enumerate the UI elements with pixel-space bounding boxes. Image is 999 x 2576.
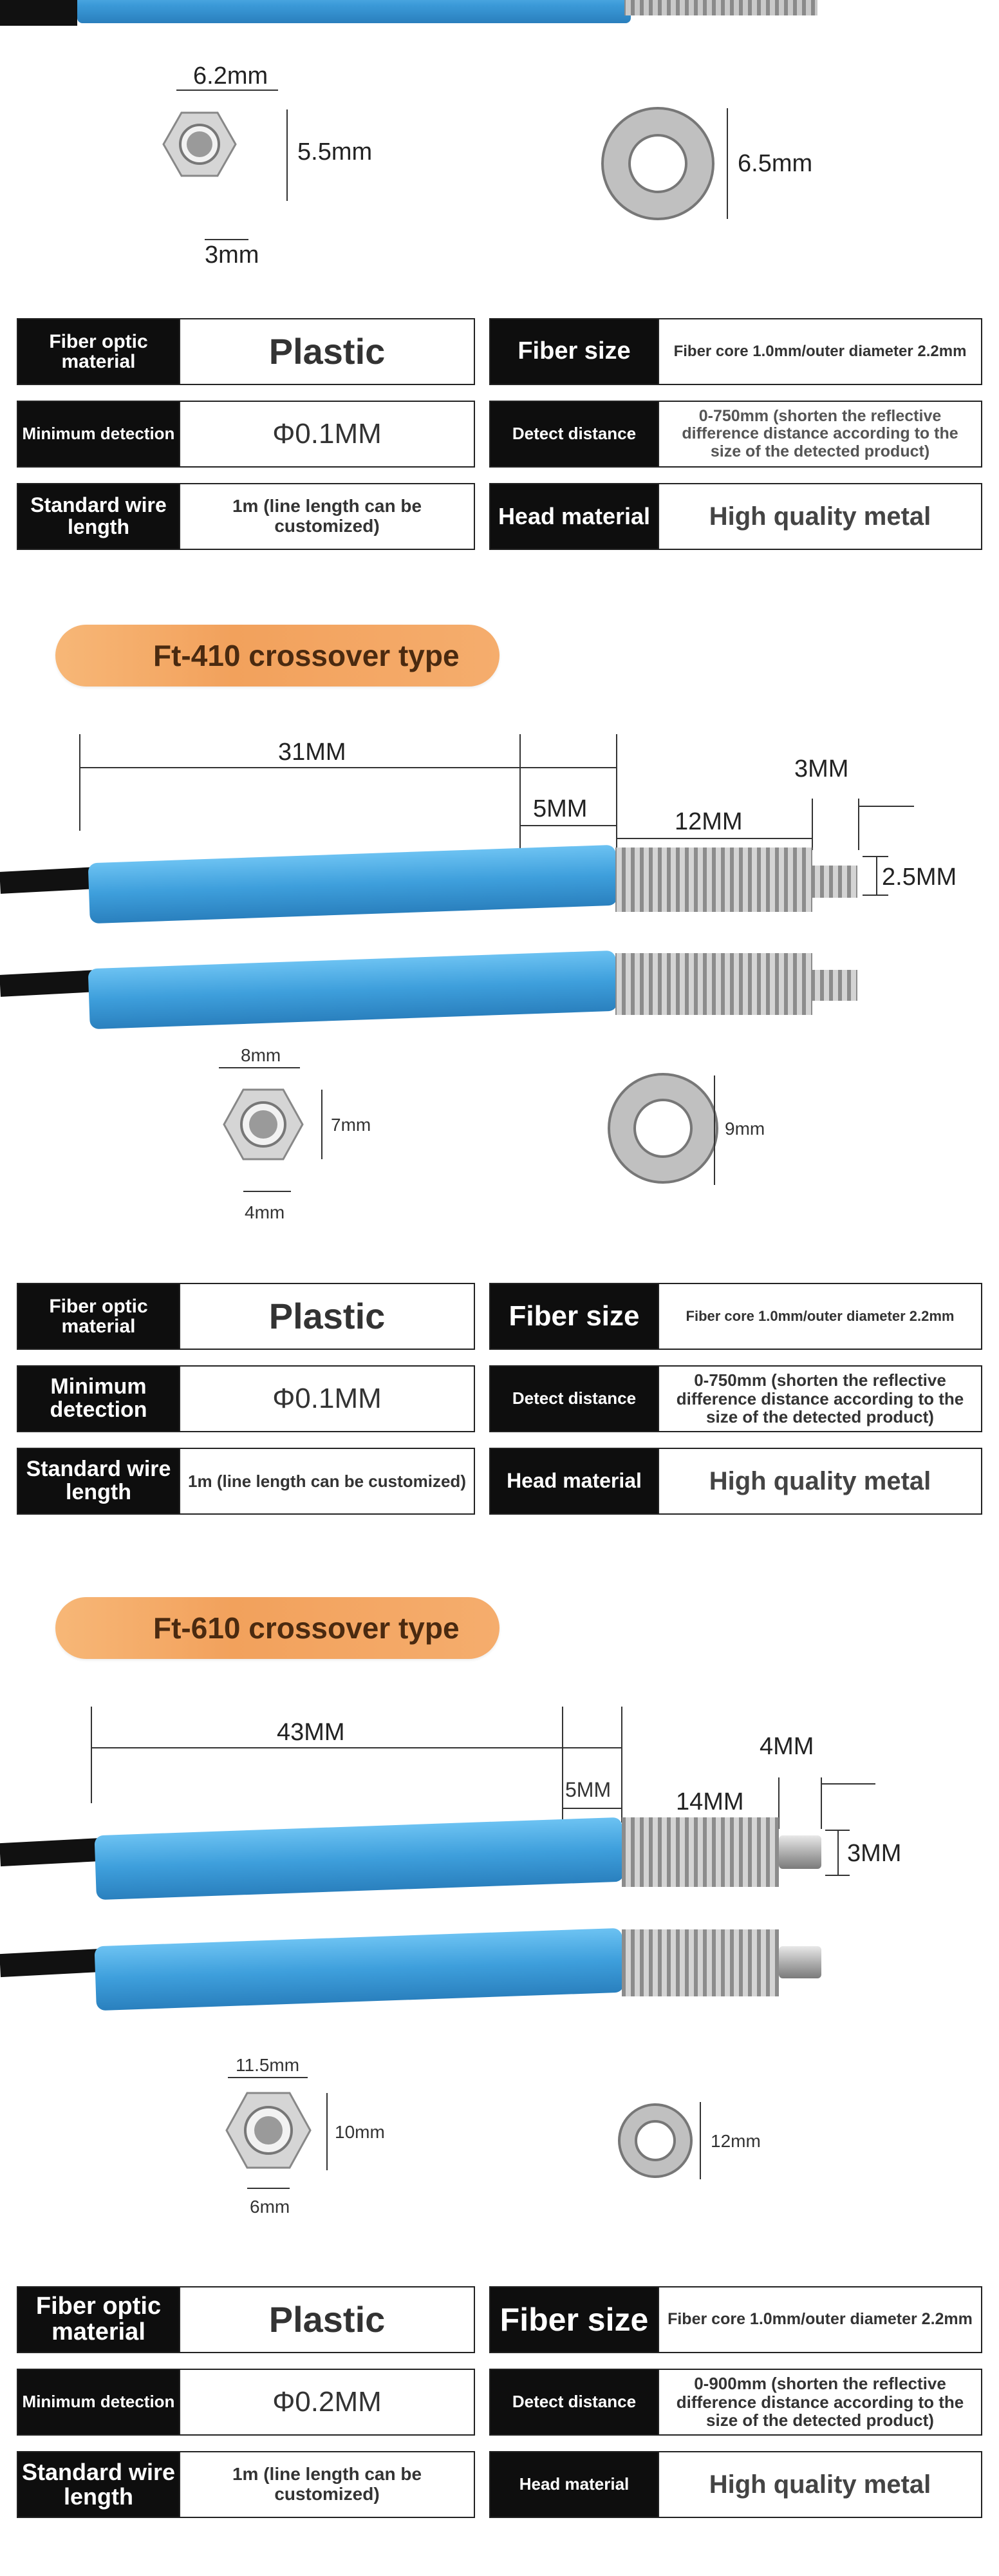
spec-label: Detect distance xyxy=(489,1365,659,1432)
ft610-thread-length: 14MM xyxy=(676,1788,744,1815)
hex-nut-icon xyxy=(225,2092,312,2169)
spec-row: Fiber optic material Plastic Fiber size … xyxy=(17,2286,982,2353)
spec-label: Fiber size xyxy=(489,1283,659,1350)
ft610-tip-length: 4MM xyxy=(760,1733,814,1760)
spec-label: Head material xyxy=(489,2451,659,2518)
spec-label: Fiber optic material xyxy=(17,1283,180,1350)
spec-value: 1m (line length can be customized) xyxy=(179,483,475,550)
spec-label: Head material xyxy=(489,483,659,550)
spec-value: Plastic xyxy=(179,1283,475,1350)
top-washer-diameter: 6.5mm xyxy=(738,150,812,177)
spec-label: Fiber size xyxy=(489,2286,659,2353)
spec-label: Head material xyxy=(489,1448,659,1515)
ft610-nut-thickness: 6mm xyxy=(250,2197,290,2217)
ft610-product-image: 43MM 5MM 14MM 4MM 3MM 11.5mm 10mm xyxy=(0,1707,901,2217)
spec-value: Plastic xyxy=(179,318,475,385)
ft410-tip-diameter: 2.5MM xyxy=(882,864,957,891)
spec-value: 1m (line length can be customized) xyxy=(179,2451,475,2518)
section-title: Ft-410 crossover type xyxy=(153,639,460,672)
ft610-nut-height: 10mm xyxy=(335,2122,385,2142)
spec-value: High quality metal xyxy=(658,483,982,550)
ft610-nut-width: 11.5mm xyxy=(236,2055,299,2075)
ft610-sleeve-length: 5MM xyxy=(565,1778,611,1801)
spec-row: Standard wire length 1m (line length can… xyxy=(17,483,982,550)
spec-value: Fiber core 1.0mm/outer diameter 2.2mm xyxy=(658,2286,982,2353)
spec-row: Standard wire length 1m (line length can… xyxy=(17,2451,982,2518)
spec-value: 1m (line length can be customized) xyxy=(179,1448,475,1515)
section-title: Ft-610 crossover type xyxy=(153,1611,460,1645)
spec-row: Fiber optic material Plastic Fiber size … xyxy=(17,318,982,385)
top-nut-thickness: 3mm xyxy=(205,242,259,269)
spec-value: Φ0.1MM xyxy=(179,401,475,468)
ft410-thread-length: 12MM xyxy=(675,808,743,835)
spec-label: Standard wire length xyxy=(17,483,180,550)
spec-label: Minimum detection xyxy=(17,401,180,468)
spec-value: Φ0.1MM xyxy=(179,1365,475,1432)
ft410-tip-length: 3MM xyxy=(794,755,848,782)
spec-row: Minimum detection Φ0.2MM Detect distance… xyxy=(17,2369,982,2436)
ft410-total-length: 31MM xyxy=(278,739,346,766)
ft610-washer-diameter: 12mm xyxy=(711,2131,761,2151)
hex-nut-icon xyxy=(223,1088,304,1160)
spec-label: Fiber optic material xyxy=(17,318,180,385)
spec-value: 0-750mm (shorten the reflective differen… xyxy=(658,401,982,468)
ft410-sleeve-length: 5MM xyxy=(533,795,587,822)
spec-label: Minimum detection xyxy=(17,2369,180,2436)
spec-label: Fiber optic material xyxy=(17,2286,180,2353)
lock-washer-icon xyxy=(618,2103,693,2178)
spec-label: Fiber size xyxy=(489,318,659,385)
spec-row: Fiber optic material Plastic Fiber size … xyxy=(17,1283,982,1350)
top-nut-width: 6.2mm xyxy=(193,62,268,90)
spec-label: Standard wire length xyxy=(17,2451,180,2518)
ft410-washer-diameter: 9mm xyxy=(725,1119,765,1139)
ft410-nut-height: 7mm xyxy=(331,1115,371,1135)
top-product-image: 6.2mm 5.5mm 3mm 6.5mm xyxy=(0,0,817,269)
ft610-section: Ft-610 crossover type 43MM 5MM 14MM 4MM xyxy=(0,1597,999,2576)
spec-value: High quality metal xyxy=(658,1448,982,1515)
ft410-section: Ft-410 crossover type 31MM 5MM 12MM 3MM … xyxy=(0,625,999,1565)
spec-value: High quality metal xyxy=(658,2451,982,2518)
spec-row: Minimum detection Φ0.1MM Detect distance… xyxy=(17,401,982,468)
top-nut-height: 5.5mm xyxy=(297,138,372,166)
spec-row: Standard wire length 1m (line length can… xyxy=(17,1448,982,1515)
spec-value: Φ0.2MM xyxy=(179,2369,475,2436)
spec-value: Plastic xyxy=(179,2286,475,2353)
lock-washer-icon xyxy=(608,1073,718,1184)
spec-label: Detect distance xyxy=(489,2369,659,2436)
spec-row: Minimum detection Φ0.1MM Detect distance… xyxy=(17,1365,982,1432)
section-title-banner: Ft-410 crossover type xyxy=(55,625,500,687)
section-title-banner: Ft-610 crossover type xyxy=(55,1597,500,1659)
top-section: 6.2mm 5.5mm 3mm 6.5mm Fiber optic materi… xyxy=(0,0,999,580)
spec-label: Detect distance xyxy=(489,401,659,468)
lock-washer-icon xyxy=(601,107,714,220)
spec-value: 0-900mm (shorten the reflective differen… xyxy=(658,2369,982,2436)
ft410-nut-width: 8mm xyxy=(241,1045,281,1065)
ft410-nut-thickness: 4mm xyxy=(245,1202,285,1222)
spec-value: 0-750mm (shorten the reflective differen… xyxy=(658,1365,982,1432)
spec-label: Minimum detection xyxy=(17,1365,180,1432)
ft610-tip-diameter: 3MM xyxy=(847,1840,901,1867)
hex-nut-icon xyxy=(162,111,237,177)
ft410-product-image: 31MM 5MM 12MM 3MM 2.5MM 8mm 7mm xyxy=(0,734,957,1222)
spec-label: Standard wire length xyxy=(17,1448,180,1515)
ft610-total-length: 43MM xyxy=(277,1719,345,1746)
spec-value: Fiber core 1.0mm/outer diameter 2.2mm xyxy=(658,318,982,385)
spec-value: Fiber core 1.0mm/outer diameter 2.2mm xyxy=(658,1283,982,1350)
